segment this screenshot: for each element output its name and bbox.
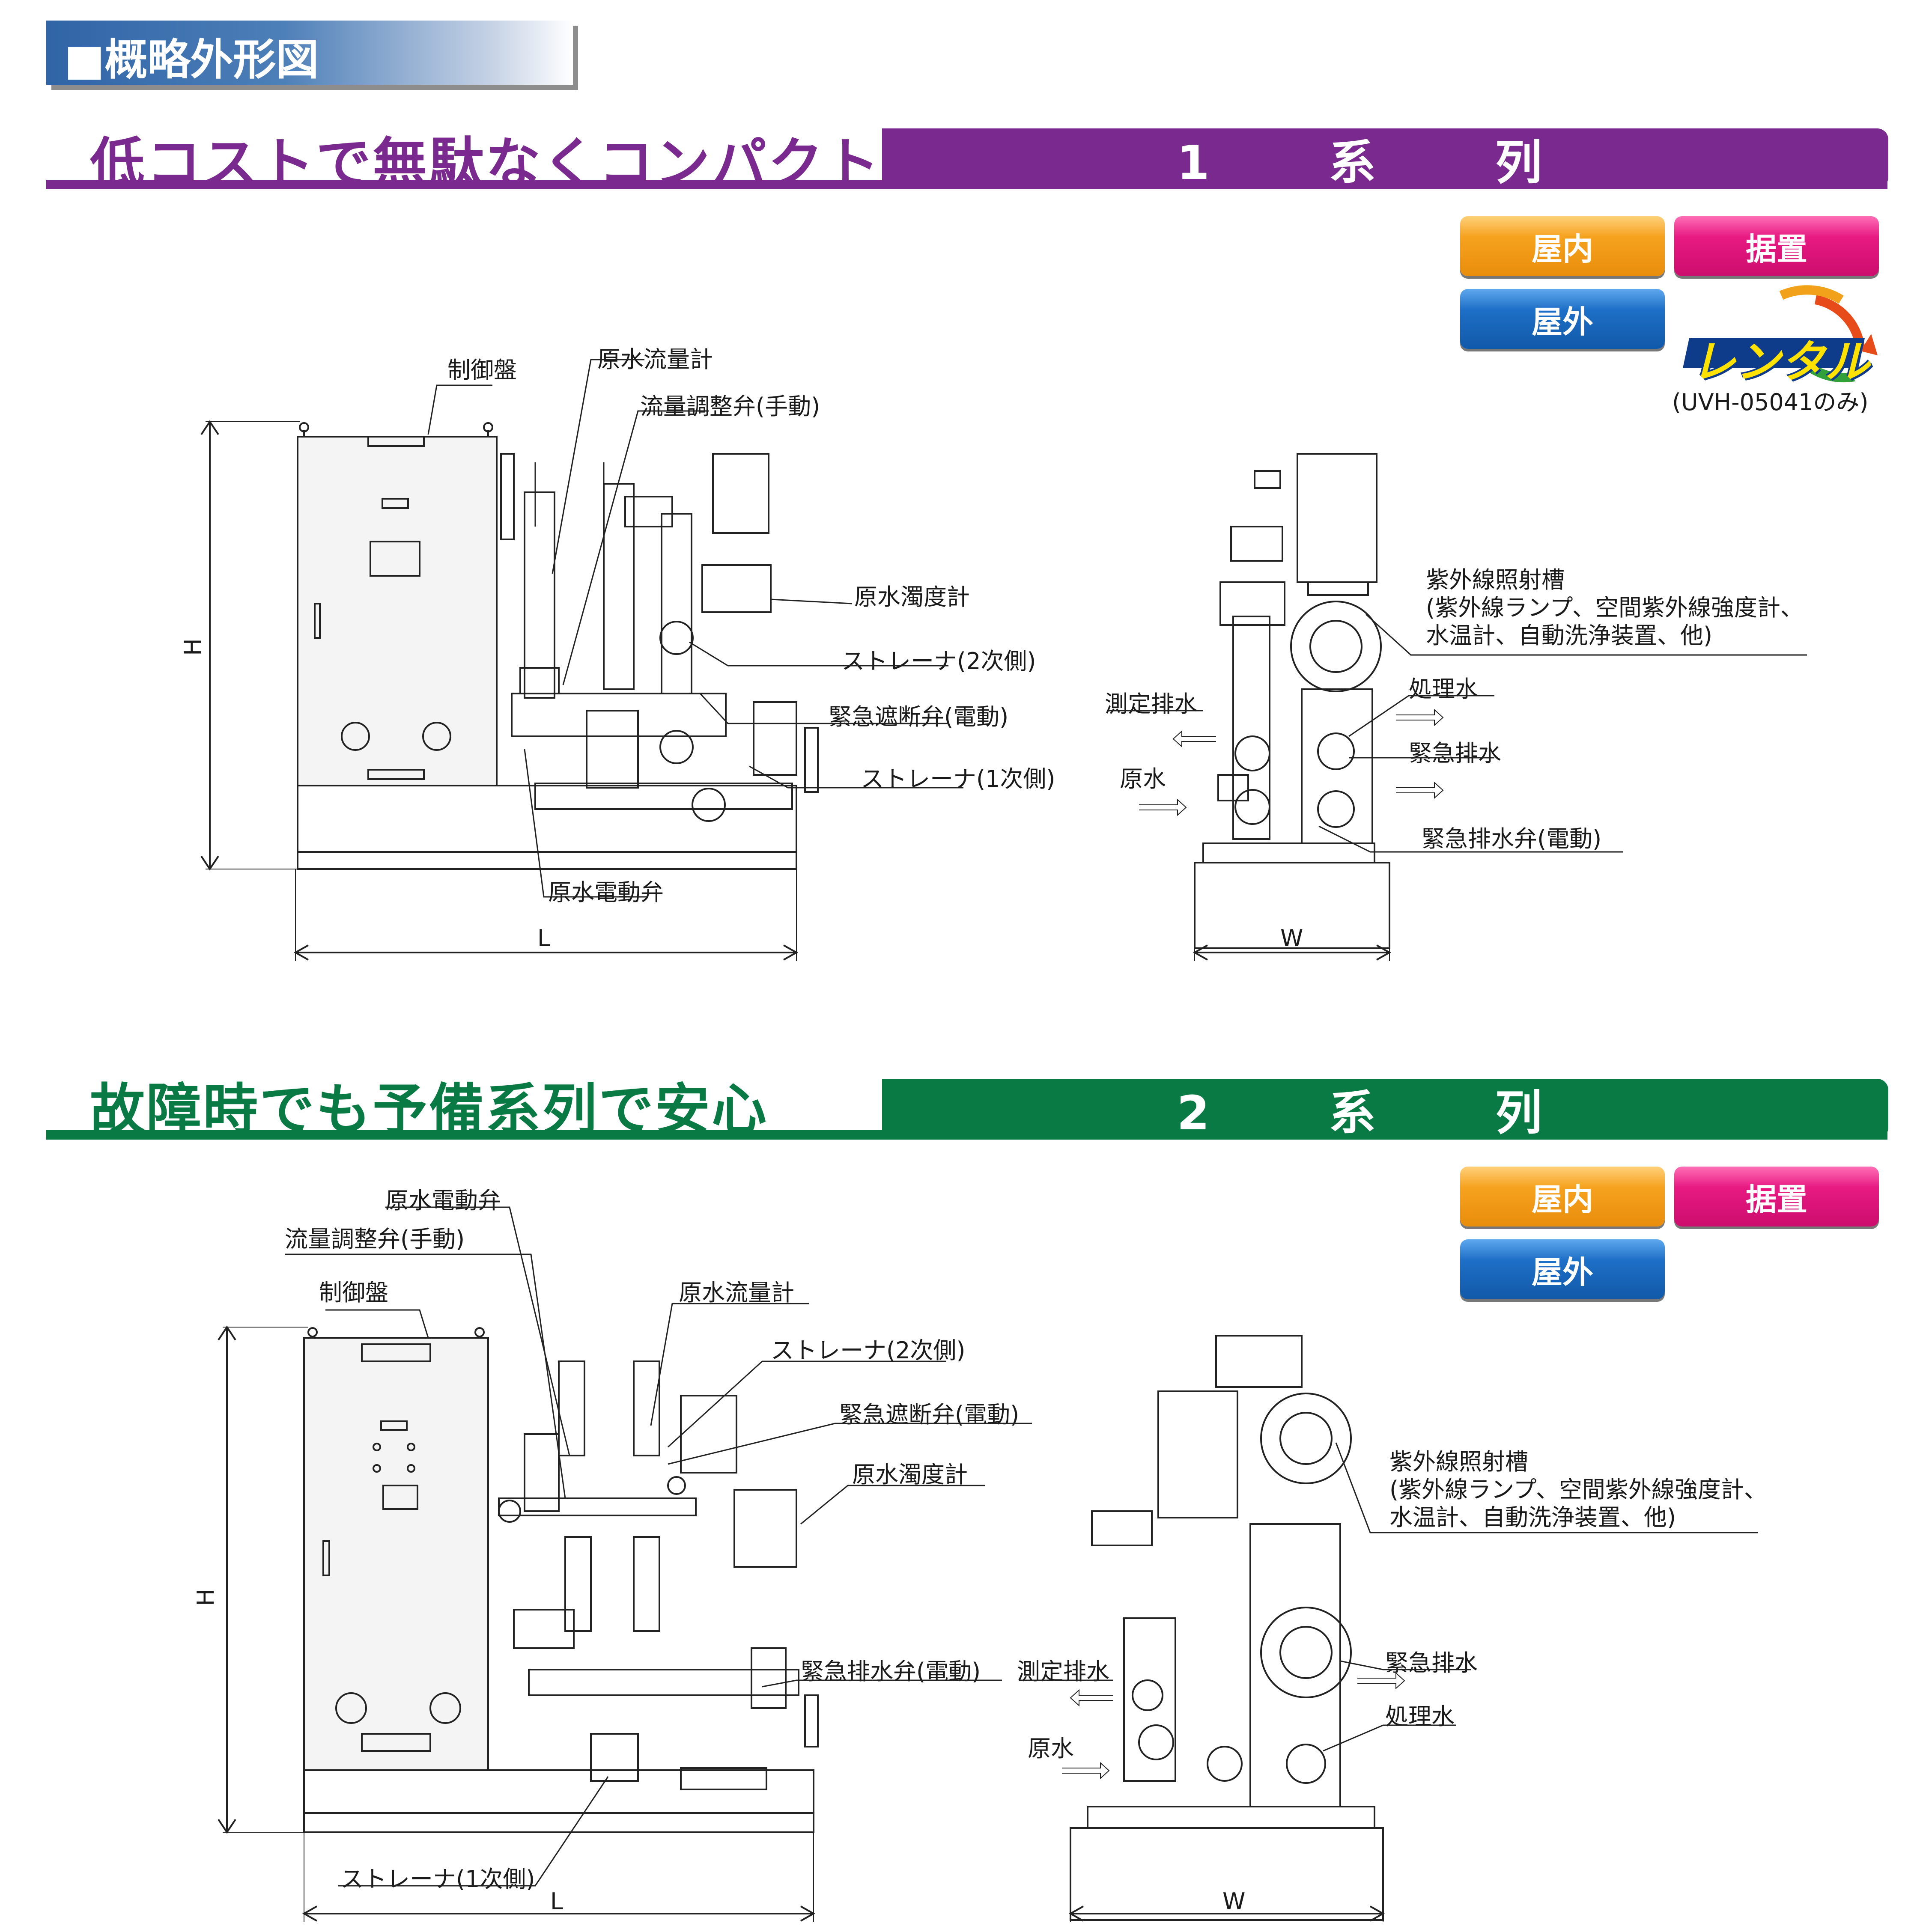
- s2-label-raw-flowmeter: 原水流量計: [679, 1279, 794, 1306]
- s1-label-flow-valve: 流量調整弁(手動): [640, 393, 820, 420]
- section2-series-tab: 2 系 列: [882, 1079, 1888, 1140]
- s1-label-control-panel: 制御盤: [447, 357, 517, 384]
- s1-label-strainer2: ストレーナ(2次側): [841, 648, 1036, 675]
- s1-label-treated: 処理水: [1409, 676, 1478, 703]
- s1-label-raw-water: 原水: [1120, 765, 1166, 792]
- section1-series-tab: 1 系 列: [882, 128, 1888, 190]
- tag-indoor-2: 屋内: [1460, 1167, 1665, 1226]
- s2-label-flow-valve: 流量調整弁(手動): [285, 1226, 465, 1253]
- s1-label-uv-tank-desc2: 水温計、自動洗浄装置、他): [1426, 622, 1713, 649]
- s2-label-turbidity: 原水濁度計: [852, 1461, 968, 1488]
- s1-dim-h: H: [179, 638, 206, 656]
- s2-label-treated: 処理水: [1385, 1703, 1455, 1730]
- tag-outdoor-2: 屋外: [1460, 1239, 1665, 1299]
- s1-plate-np5: NP−5: [388, 772, 412, 783]
- s1-label-turbidity: 原水濁度計: [854, 583, 970, 610]
- tag-indoor-1: 屋内: [1460, 216, 1665, 276]
- s2-label-uv-tank-desc2: 水温計、自動洗浄装置、他): [1389, 1504, 1676, 1531]
- s1-label-drain-valve: 緊急排水弁(電動): [1422, 825, 1602, 852]
- s1-label-emergency-drain: 緊急排水: [1409, 740, 1501, 767]
- s1-label-strainer1: ストレーナ(1次側): [861, 765, 1055, 792]
- s2-label-emergency-drain: 緊急排水: [1385, 1649, 1478, 1676]
- tag-outdoor-1: 屋外: [1460, 289, 1665, 349]
- s2-label-measure-drain: 測定排水: [1017, 1658, 1109, 1685]
- s1-label-raw-flowmeter: 原水流量計: [597, 346, 713, 373]
- s2-dim-w: W: [1222, 1888, 1246, 1915]
- rental-logo-text: レンタル: [1691, 336, 1870, 388]
- s1-label-shutoff: 緊急遮断弁(電動): [829, 703, 1009, 730]
- s2-dim-h: H: [192, 1589, 219, 1606]
- s2-label-control-panel: 制御盤: [319, 1279, 388, 1306]
- section-header-title: ■概略外形図: [64, 35, 319, 85]
- s1-plate-np1: NP−1: [390, 439, 414, 450]
- tag-floor-2: 据置: [1674, 1167, 1879, 1226]
- s1-label-raw-motor-valve: 原水電動弁: [548, 879, 664, 906]
- s1-label-measure-drain: 測定排水: [1105, 691, 1197, 717]
- s2-label-strainer2: ストレーナ(2次側): [771, 1337, 966, 1364]
- s2-label-raw-water: 原水: [1028, 1735, 1074, 1762]
- s2-label-drain-valve: 緊急排水弁(電動): [801, 1658, 981, 1685]
- s2-label-strainer1: ストレーナ(1次側): [340, 1866, 535, 1893]
- s1-label-uv-tank: 紫外線照射槽: [1426, 566, 1565, 593]
- s2-label-raw-motor-valve: 原水電動弁: [385, 1187, 501, 1214]
- tag-floor-1: 据置: [1674, 216, 1879, 276]
- s2-dim-l: L: [550, 1888, 563, 1915]
- section-header-box: [46, 21, 573, 85]
- s2-label-shutoff: 緊急遮断弁(電動): [839, 1401, 1020, 1428]
- s1-dim-l: L: [537, 925, 551, 952]
- s1-dim-w: W: [1280, 925, 1303, 952]
- rental-note: (UVH-05041のみ): [1672, 389, 1869, 416]
